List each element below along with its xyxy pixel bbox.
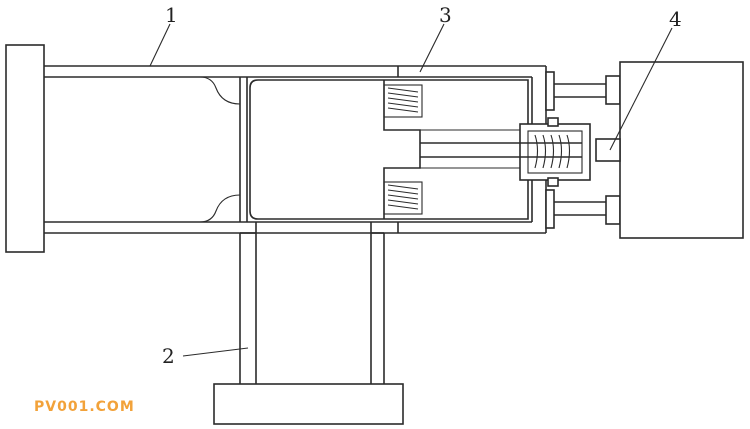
piston-block bbox=[249, 79, 529, 220]
spring-housing bbox=[519, 117, 591, 187]
bottom-base-flange bbox=[213, 383, 404, 425]
left-chamber-seal bbox=[199, 76, 248, 223]
connecting-rod bbox=[420, 142, 528, 158]
callout-4: 4 bbox=[669, 7, 682, 31]
callout-1: 1 bbox=[165, 3, 178, 27]
left-end-flange bbox=[5, 44, 45, 253]
vertical-tube bbox=[239, 222, 385, 384]
watermark: PV001.COM bbox=[34, 399, 135, 415]
actuator-box bbox=[619, 61, 744, 239]
upper-spring bbox=[383, 84, 423, 118]
callout-3: 3 bbox=[439, 3, 452, 27]
actuator-mount-rods bbox=[545, 71, 621, 229]
leader-lines bbox=[149, 23, 673, 357]
actuator-plunger bbox=[595, 138, 621, 162]
callout-2: 2 bbox=[162, 344, 175, 368]
lower-spring bbox=[383, 181, 423, 215]
